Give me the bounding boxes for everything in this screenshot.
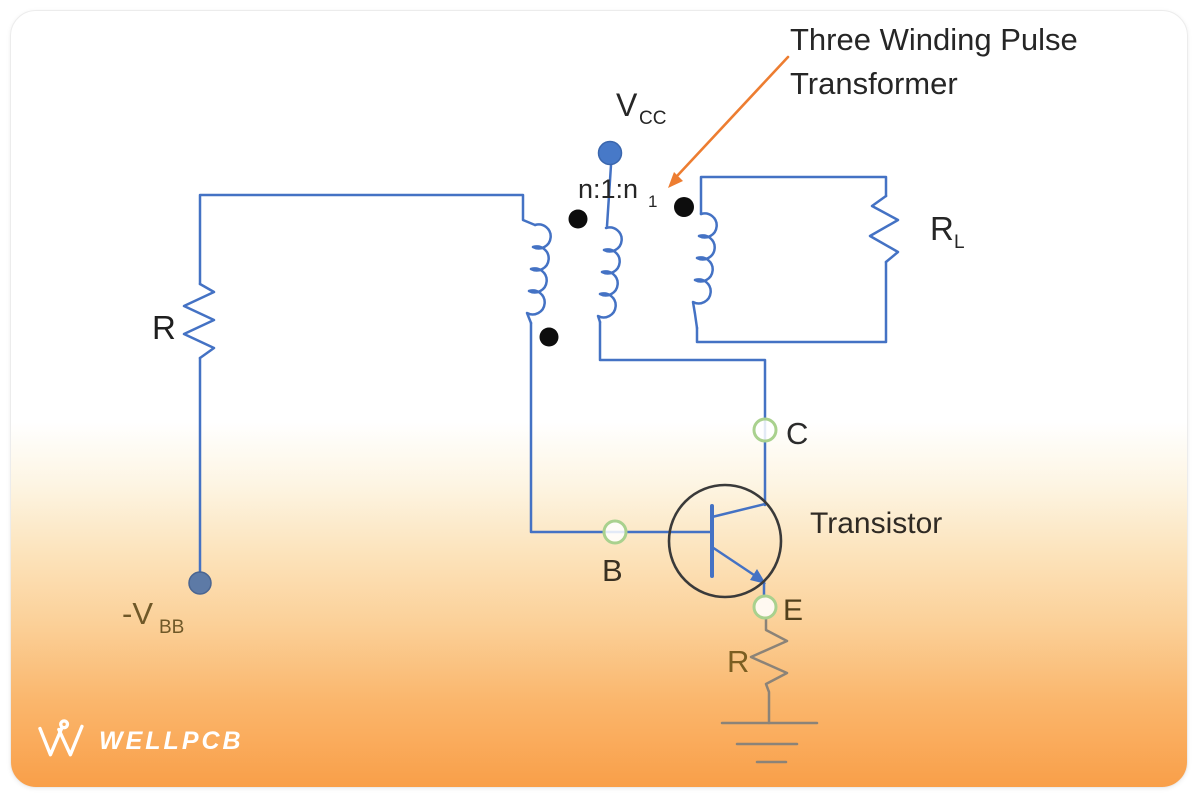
load-label-sub: L	[954, 232, 965, 253]
vcc-label-sub: CC	[639, 108, 666, 129]
turns-ratio-label-sub: 1	[648, 192, 657, 211]
vcc-terminal-dot	[597, 140, 623, 166]
load-loop-wire	[699, 175, 888, 216]
node-base-circle	[602, 519, 628, 545]
winding-primary-coil	[525, 223, 552, 325]
wellpcb-logo: WELLPCB	[36, 718, 244, 760]
resistor-emitter-label: R	[727, 644, 749, 679]
resistor-load-zigzag	[868, 194, 900, 264]
annotation-line1: Three Winding Pulse	[790, 22, 1078, 57]
vbb-terminal-dot	[188, 571, 212, 595]
transistor-emitter-lead	[710, 545, 759, 579]
left-top-wire	[198, 193, 537, 286]
base-wire	[529, 321, 714, 534]
polarity-dot-middle-winding	[568, 209, 588, 229]
winding-middle-coil	[596, 226, 623, 324]
vbb-label: -V	[122, 596, 153, 631]
transistor-emitter-arrowhead	[750, 569, 766, 584]
node-emitter-label: E	[783, 594, 803, 627]
transistor-circle	[667, 483, 783, 599]
annotation-arrow	[668, 55, 790, 188]
polarity-dot-tertiary-winding	[674, 197, 694, 217]
winding-tertiary-coil	[691, 212, 718, 330]
circuit-card	[10, 10, 1188, 788]
annotation-arrowhead	[668, 172, 683, 188]
node-collector-circle	[752, 417, 778, 443]
load-label: R	[930, 210, 954, 247]
vcc-label: V	[616, 87, 638, 123]
turns-ratio-label: n:1:n	[578, 174, 638, 204]
wellpcb-logo-text: WELLPCB	[99, 726, 244, 755]
node-emitter-circle	[752, 594, 778, 620]
resistor-emitter-zigzag	[749, 616, 789, 725]
node-collector-label: C	[786, 416, 808, 451]
annotation-line2: Transformer	[790, 66, 958, 101]
vcc-wire	[605, 163, 613, 228]
resistor-left-label: R	[152, 309, 176, 346]
node-base-label: B	[602, 553, 623, 588]
wellpcb-logo-mark	[38, 719, 84, 757]
polarity-dot-primary-winding	[539, 327, 559, 347]
collector-wire	[598, 320, 767, 507]
resistor-left-zigzag	[182, 282, 216, 360]
transistor-label: Transistor	[810, 507, 942, 540]
transistor-collector-lead	[710, 502, 767, 519]
vbb-label-sub: BB	[159, 617, 184, 638]
load-loop-wire-lower	[695, 260, 888, 344]
